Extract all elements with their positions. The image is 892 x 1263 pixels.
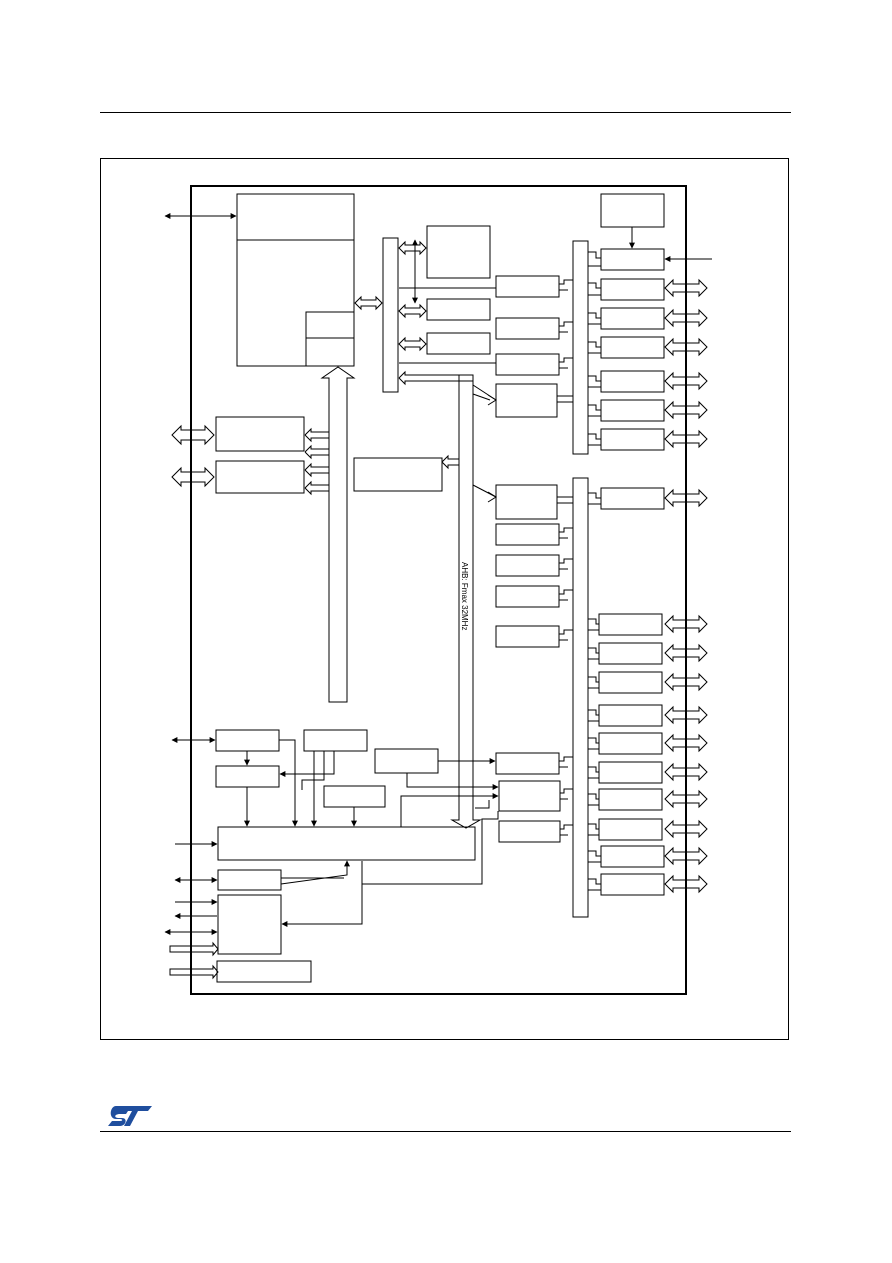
- center-block: [353, 457, 443, 492]
- memory-block-3: [426, 332, 491, 355]
- figure-frame: [100, 158, 789, 1040]
- ahb-bus-label: AHB: Fmax 32MHz: [460, 562, 469, 630]
- core-bus: [320, 366, 356, 703]
- bridge-box-1: [495, 275, 560, 298]
- left-periph-1: [215, 416, 305, 452]
- reset-block: [217, 869, 282, 891]
- clock-block-4: [323, 785, 386, 808]
- core-sub-block: [305, 311, 355, 367]
- bridge-box-4: [495, 383, 558, 418]
- top-right-block: [600, 193, 665, 228]
- bus-taps: [557, 251, 601, 891]
- power-block: [217, 894, 282, 955]
- supply-block: [216, 960, 312, 983]
- ahb-bus: [450, 374, 482, 829]
- clock-block-1: [215, 729, 280, 752]
- chip-outline: [190, 185, 687, 995]
- memory-block-1: [426, 225, 491, 279]
- bridge-box-2: [495, 317, 560, 340]
- rcc-block: [217, 826, 476, 861]
- bus-matrix: [382, 237, 399, 393]
- footer-rule: [100, 1131, 791, 1132]
- bridge-box-3: [495, 353, 560, 376]
- header-rule: [100, 112, 791, 113]
- apb-bus-upper: [572, 240, 589, 455]
- st-logo-icon: [108, 1106, 152, 1126]
- memory-block-2: [426, 298, 491, 321]
- clock-block-2: [215, 765, 280, 788]
- pin-arrows: [664, 278, 708, 894]
- clock-block-5: [374, 748, 439, 774]
- left-periph-2: [215, 460, 305, 494]
- clock-block-3: [303, 729, 368, 752]
- apb-bus-lower: [572, 477, 589, 918]
- core-block: [236, 193, 355, 367]
